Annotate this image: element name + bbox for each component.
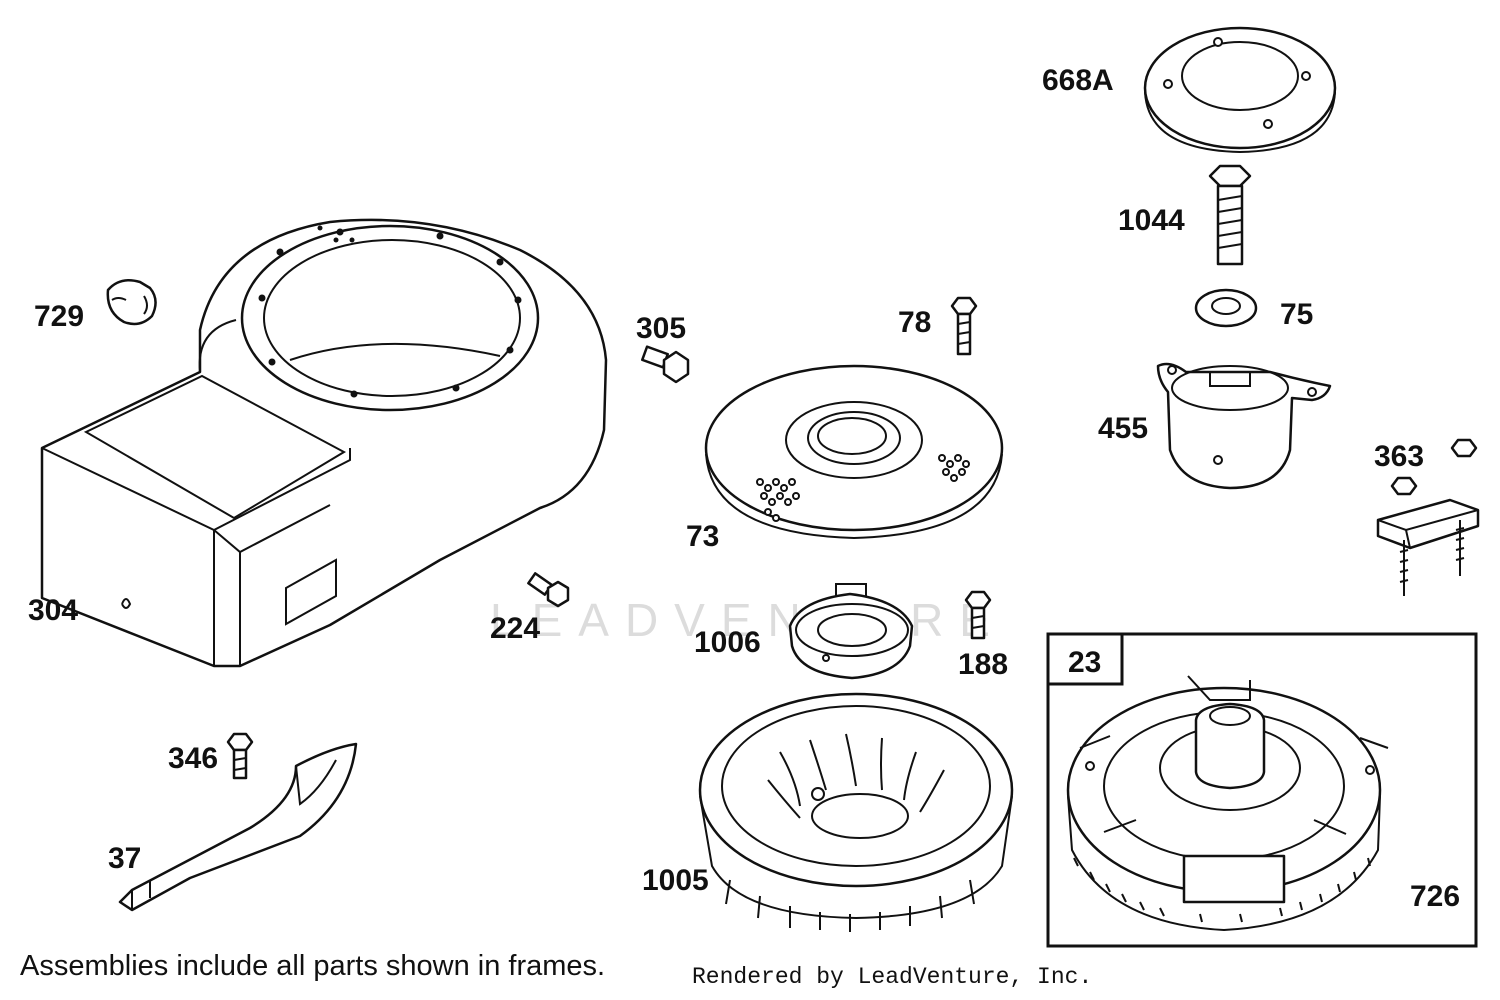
callout-73: 73 — [686, 520, 719, 553]
footer-assembly-note: Assemblies include all parts shown in fr… — [20, 950, 606, 982]
part-305-screw[interactable] — [641, 345, 690, 384]
part-668a-cover-plate[interactable] — [1143, 26, 1337, 154]
callout-729: 729 — [34, 300, 84, 333]
part-188-bolt[interactable] — [964, 590, 992, 640]
part-726-flywheel[interactable] — [1066, 675, 1389, 932]
part-1044-bolt[interactable] — [1208, 164, 1252, 266]
part-304-blower-housing[interactable] — [40, 218, 608, 668]
part-729-grommet[interactable] — [106, 279, 157, 326]
footer-rendered-by: Rendered by LeadVenture, Inc. — [692, 964, 1093, 990]
callout-1044: 1044 — [1118, 204, 1185, 237]
part-75-washer[interactable] — [1194, 288, 1258, 328]
callout-224: 224 — [490, 612, 540, 645]
frame-23-label-box — [1046, 632, 1124, 686]
part-224-screw[interactable] — [527, 572, 570, 608]
callout-455: 455 — [1098, 412, 1148, 445]
callout-37: 37 — [108, 842, 141, 875]
part-455-cup[interactable] — [1156, 362, 1332, 490]
part-37-air-guide[interactable] — [118, 742, 358, 912]
callout-304: 304 — [28, 594, 78, 627]
callout-75: 75 — [1280, 298, 1313, 331]
callout-1006: 1006 — [694, 626, 761, 659]
part-346-bolt[interactable] — [226, 732, 254, 780]
part-1006-ratchet-cup[interactable] — [788, 583, 914, 680]
frame-23-border — [1046, 632, 1478, 948]
part-363-terminal-block[interactable] — [1376, 438, 1480, 596]
callout-346: 346 — [168, 742, 218, 775]
callout-668a: 668A — [1042, 64, 1114, 97]
callout-78: 78 — [898, 306, 931, 339]
callout-363: 363 — [1374, 440, 1424, 473]
part-78-bolt[interactable] — [950, 296, 978, 356]
assembly-frame-23 — [1046, 632, 1478, 948]
callout-23: 23 — [1068, 646, 1101, 679]
screen-perforations-left — [756, 478, 800, 522]
callout-1005: 1005 — [642, 864, 709, 897]
part-73-screen[interactable] — [704, 364, 1004, 540]
callout-188: 188 — [958, 648, 1008, 681]
screen-perforations-right — [938, 454, 970, 482]
callout-305: 305 — [636, 312, 686, 345]
part-1005-flywheel-fan[interactable] — [698, 692, 1014, 932]
callout-726: 726 — [1410, 880, 1460, 913]
